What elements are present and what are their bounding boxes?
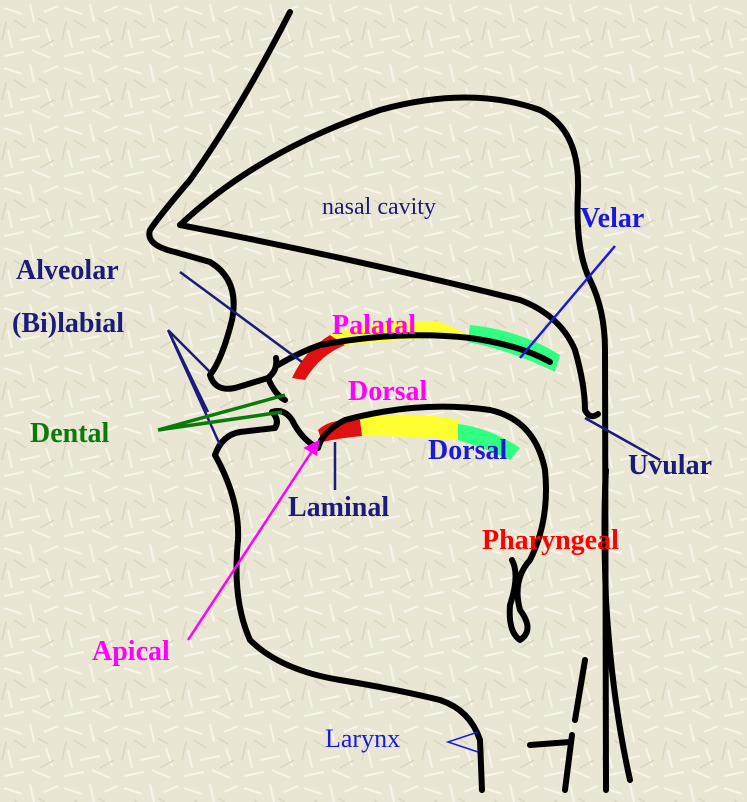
dorsal-upper-label: Dorsal [348,378,427,406]
bilabial-label: (Bi)labial [12,310,124,338]
uvular-label: Uvular [628,452,712,480]
laminal-label: Laminal [288,494,389,522]
apical-label: Apical [92,638,170,666]
palatal-label: Palatal [332,312,416,340]
alveolar-label: Alveolar [16,257,119,285]
dental-label: Dental [30,420,109,448]
larynx-label: Larynx [325,726,400,752]
nasal-cavity-label: nasal cavity [322,195,436,219]
larynx-dash-outline [530,742,570,745]
pharyngeal-label: Pharyngeal [482,527,619,555]
dorsal-lower-label: Dorsal [428,437,507,465]
velar-label: Velar [580,205,644,233]
